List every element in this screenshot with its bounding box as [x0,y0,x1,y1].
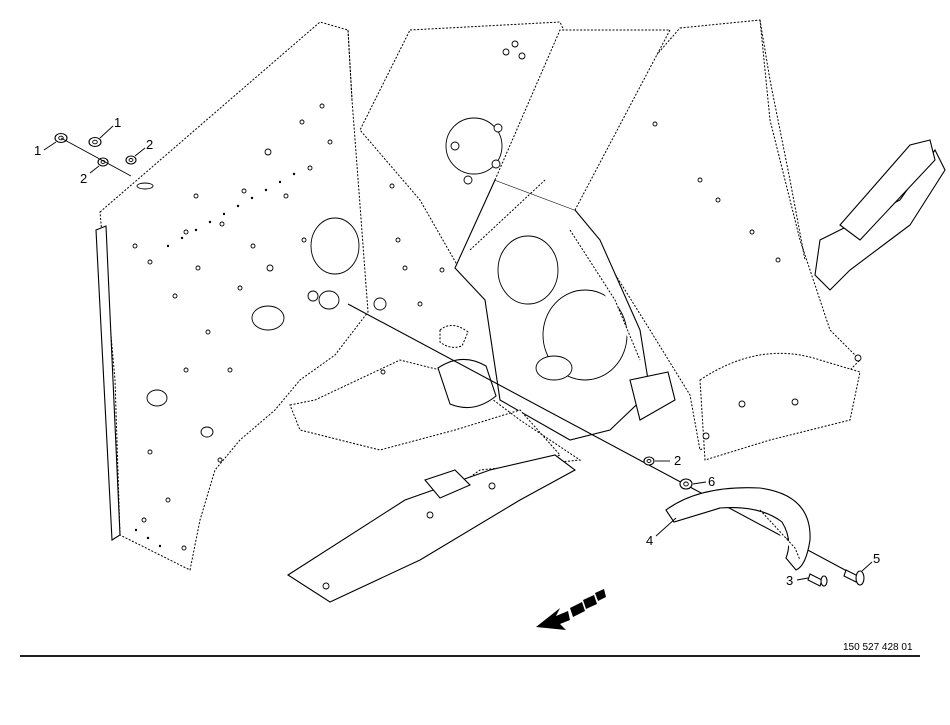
fastener-axis-left [60,137,132,177]
callout-leaders [43,125,873,581]
left-side-panel [95,21,445,571]
washer-2c [643,456,655,466]
drawing-number: 150 527 428 01 [843,642,913,653]
shaft-bearing-housing [437,325,497,409]
callout-4-strap: 4 [646,533,653,548]
travel-direction-arrow [536,589,606,630]
callout-1-nut-right: 1 [114,115,121,130]
shaft-axis-line [347,303,861,579]
bolt-5 [843,569,865,586]
right-side-panel [559,19,946,461]
callout-1-nut-left: 1 [34,143,41,158]
lower-front-plate [286,359,582,603]
nut-1b [88,136,102,148]
center-beam-assembly [454,29,676,441]
callout-2-washer-shaft: 2 [674,453,681,468]
nut-6 [679,478,693,490]
callout-2-washer-right: 2 [146,137,153,152]
washer-2b [125,155,137,165]
callout-6-nut: 6 [708,474,715,489]
callout-3-bolt: 3 [786,573,793,588]
bolt-3 [807,573,828,587]
washer-2a [97,157,109,167]
callout-2-washer-left: 2 [80,171,87,186]
callout-5-bolt: 5 [873,551,880,566]
guide-strap [665,487,811,571]
